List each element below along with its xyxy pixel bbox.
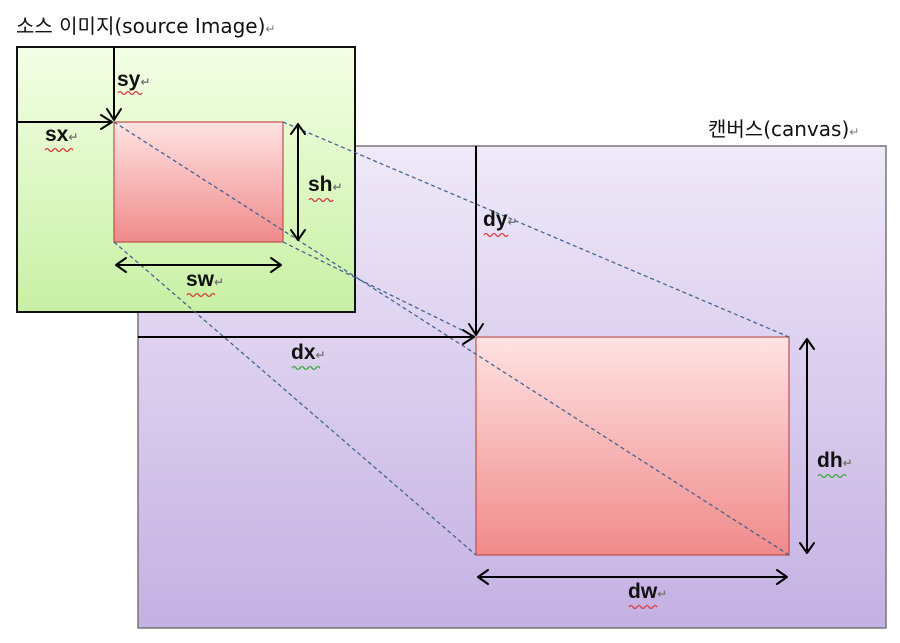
canvas-title: 캔버스(canvas)↵ [708,117,859,141]
label-sx: sx↵ [44,123,78,153]
dw-arrow [477,569,788,585]
sx-arrow [17,114,113,130]
label-dx: dx↵ [291,341,326,371]
sy-arrow [106,47,122,121]
source-rect [113,121,284,243]
label-dh: dh↵ [817,449,853,479]
svg-text:dy↵: dy↵ [483,208,518,231]
svg-text:dw↵: dw↵ [628,580,667,603]
label-sh: sh↵ [308,173,343,203]
label-dw: dw↵ [628,580,667,610]
dx-arrow [138,329,475,345]
svg-text:sy↵: sy↵ [117,68,150,91]
dy-arrow [468,146,484,336]
dh-arrow [799,338,815,554]
label-dy: dy↵ [483,208,518,238]
svg-text:sw↵: sw↵ [186,268,224,291]
svg-text:sx↵: sx↵ [45,123,78,146]
svg-text:sh↵: sh↵ [308,173,343,196]
svg-text:dh↵: dh↵ [817,449,853,472]
label-sw: sw↵ [186,268,224,298]
label-sy: sy↵ [117,68,150,96]
sw-arrow [115,257,282,273]
source-title: 소스 이미지(source Image)↵ [16,14,275,38]
svg-text:dx↵: dx↵ [291,341,326,364]
projection-lines [113,121,790,556]
destination-rect [475,336,790,556]
sh-arrow [290,123,306,241]
